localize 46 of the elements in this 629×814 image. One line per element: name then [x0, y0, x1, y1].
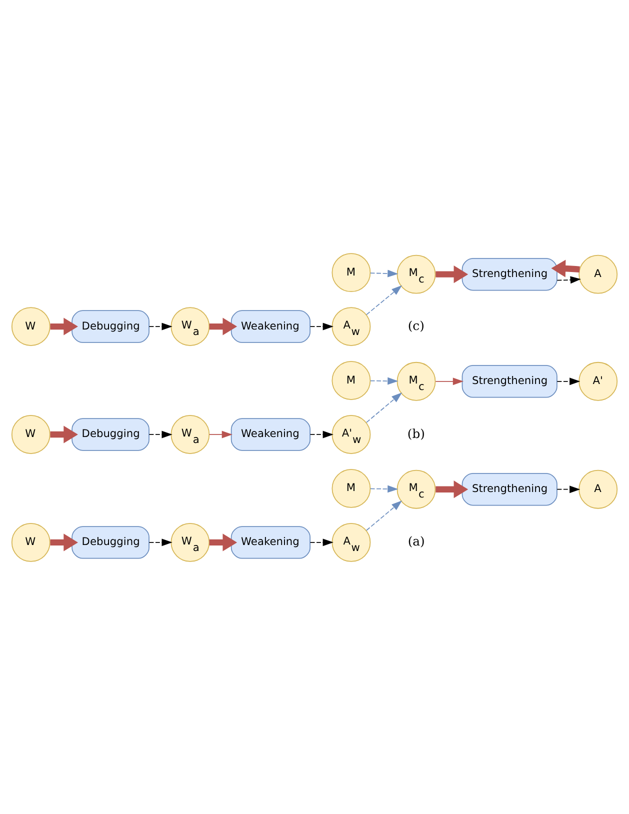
arrow: [556, 276, 581, 284]
node-circle: M: [332, 252, 371, 292]
arrow: [366, 284, 402, 315]
arrow: [366, 392, 402, 422]
arrow: [551, 259, 580, 277]
arrow: [50, 317, 78, 335]
arrow: [556, 485, 580, 493]
arrow: [148, 322, 172, 330]
arrow: [310, 322, 334, 330]
node-circle: W: [11, 522, 50, 562]
arrow: [209, 317, 238, 335]
arrow: [148, 538, 172, 546]
node-box: Strengthening: [462, 472, 558, 506]
node-circle: M: [332, 468, 371, 508]
node-box: Strengthening: [462, 364, 558, 398]
arrow: [208, 430, 232, 438]
arrow: [310, 538, 334, 546]
arrow: [436, 265, 468, 283]
label: (c): [408, 318, 424, 332]
arrow: [556, 377, 580, 385]
node-box: Weakening: [230, 310, 311, 342]
node-circle: W: [11, 306, 50, 346]
arrow: [148, 430, 172, 438]
node-circle: A: [578, 469, 618, 508]
node-box: Strengthening: [462, 257, 558, 290]
node-circle: A': [578, 361, 618, 400]
node-circle: W: [11, 414, 50, 454]
arrow: [436, 480, 468, 498]
label: (a): [408, 534, 425, 548]
arrow: [209, 533, 238, 551]
node-circle: M: [332, 360, 371, 400]
arrow: [50, 425, 78, 443]
arrow: [366, 500, 402, 530]
arrow: [370, 376, 398, 384]
arrow: [50, 533, 78, 551]
arrow: [310, 430, 334, 438]
label: (b): [407, 426, 425, 440]
node-box: Debugging: [72, 418, 150, 450]
arrow: [370, 484, 398, 492]
node-box: Debugging: [72, 526, 150, 558]
node-circle: A: [578, 254, 618, 294]
node-box: Weakening: [230, 418, 311, 450]
node-box: Debugging: [72, 310, 150, 342]
arrow: [370, 269, 398, 277]
node-box: Weakening: [230, 526, 311, 558]
arrow: [435, 377, 464, 385]
